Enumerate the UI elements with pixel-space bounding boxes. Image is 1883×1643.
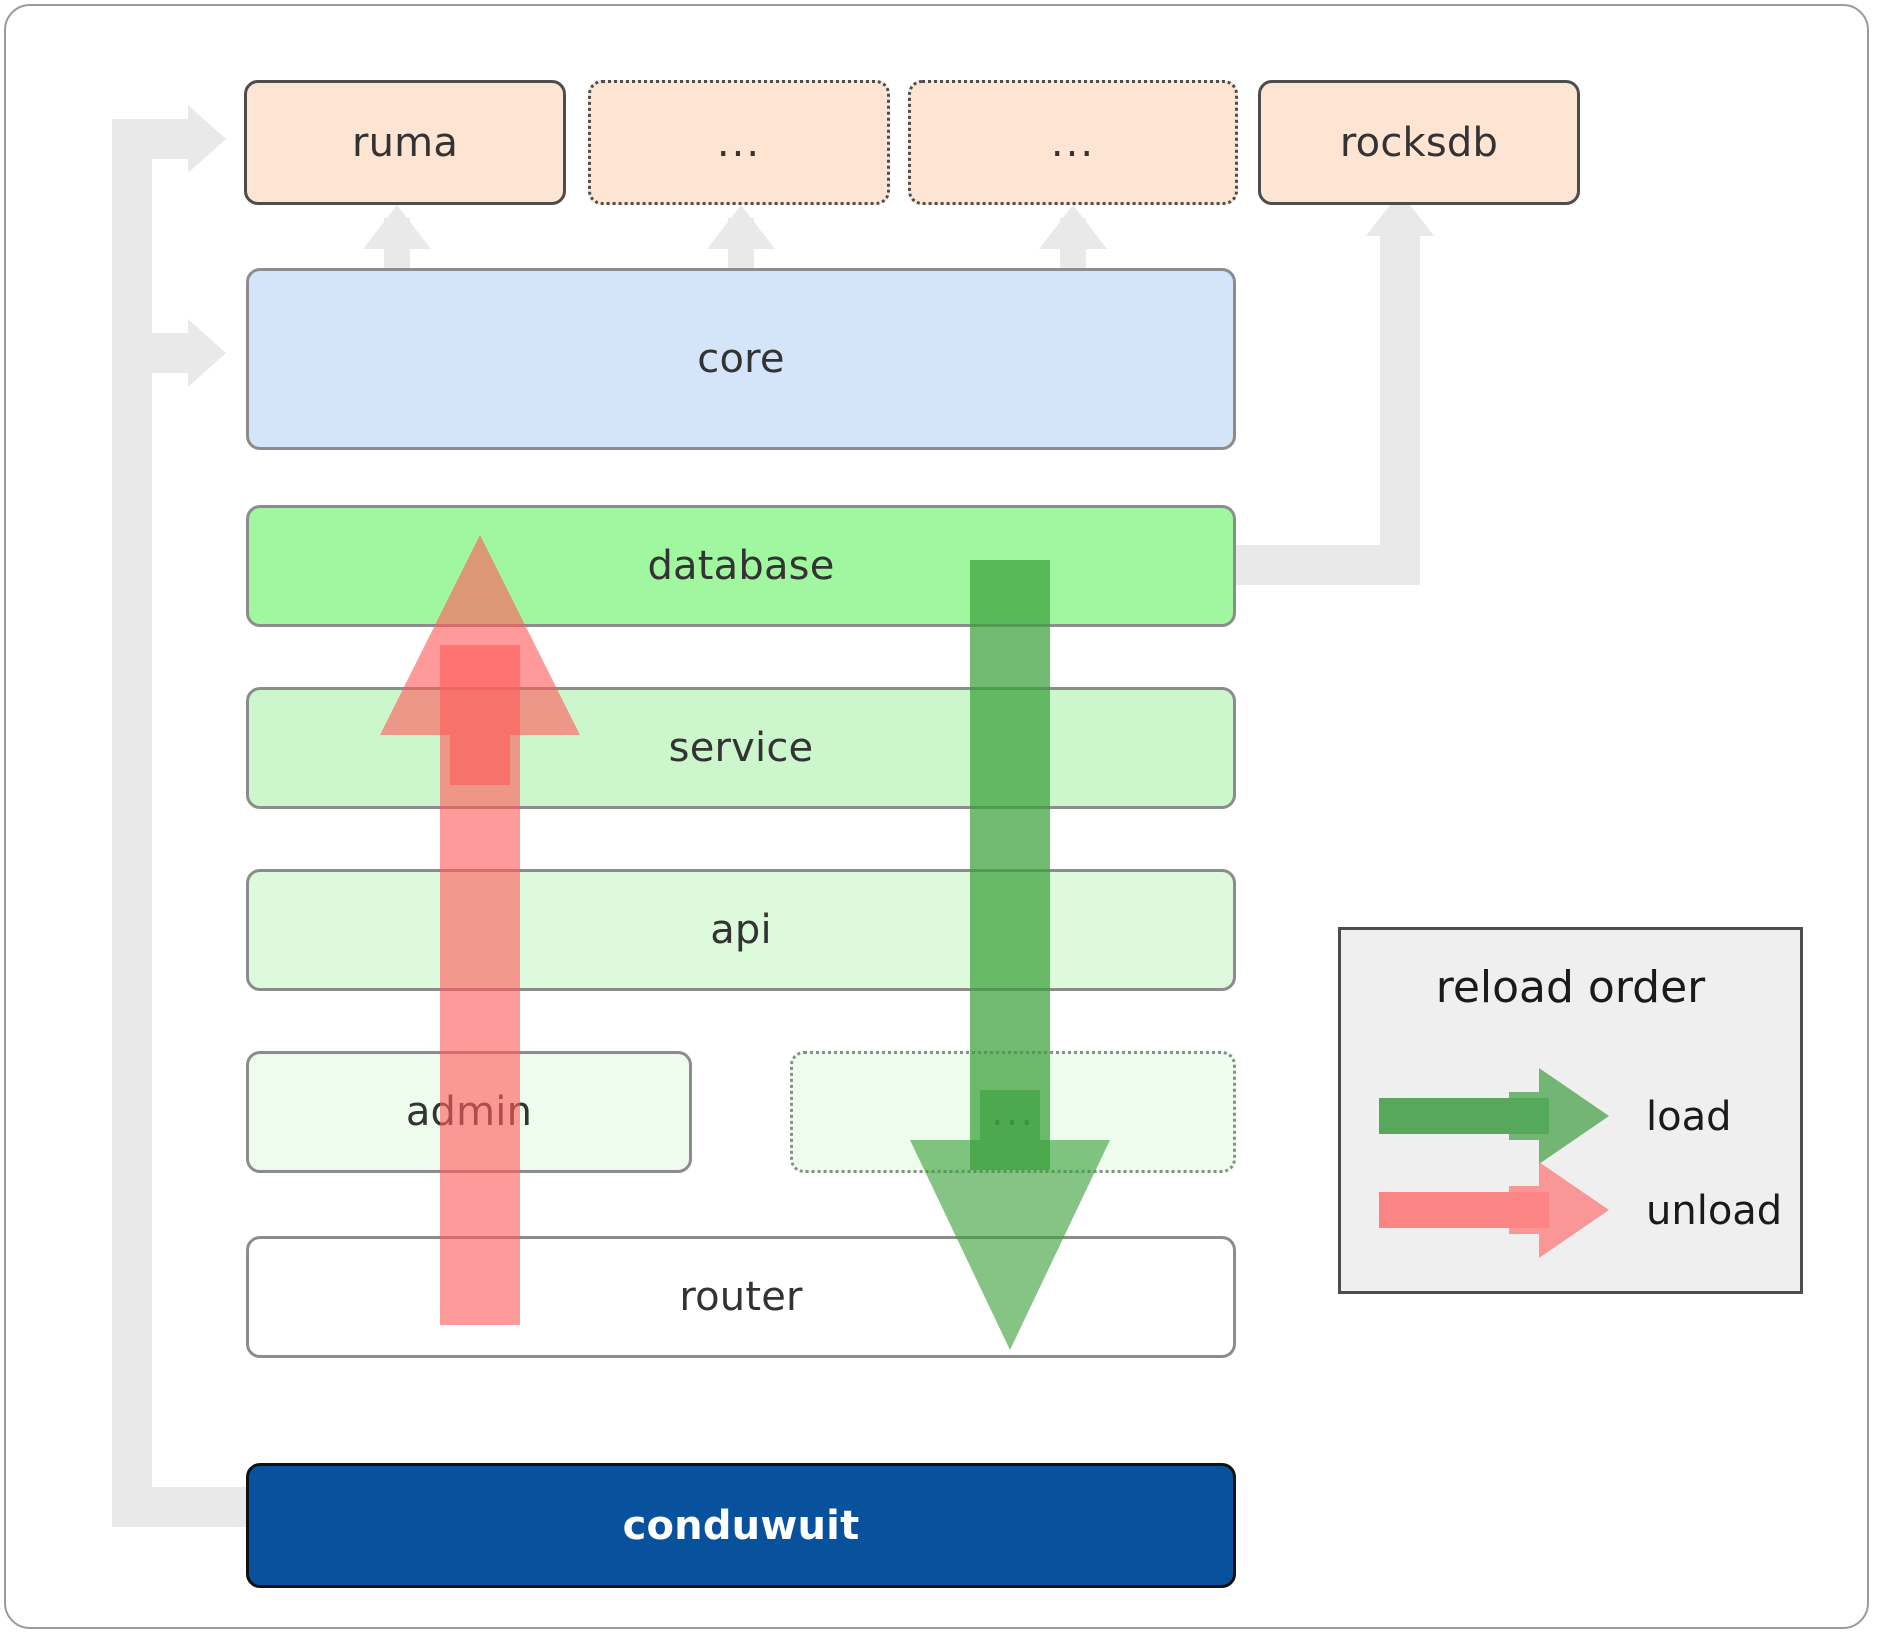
external-crate-rocksdb[interactable]: rocksdb	[1258, 80, 1580, 205]
crate-database-label: database	[647, 543, 835, 589]
crate-service-label: service	[668, 725, 814, 771]
legend-load-arrow-icon	[1379, 1068, 1609, 1164]
legend-unload-arrow-icon	[1379, 1162, 1609, 1258]
crate-api-label: api	[710, 907, 772, 953]
legend-unload-label: unload	[1646, 1188, 1783, 1234]
external-crate-placeholder-2[interactable]: ...	[908, 80, 1238, 205]
external-crate-label: ...	[716, 119, 762, 166]
crate-core-label: core	[697, 336, 785, 382]
connector-to-core-arrowhead	[188, 319, 226, 387]
connector-db-to-rocksdb-vertical	[1380, 235, 1420, 585]
external-crate-label: rocksdb	[1339, 119, 1499, 166]
crate-core[interactable]: core	[246, 268, 1236, 450]
connector-to-core-stem	[112, 333, 190, 373]
crate-api[interactable]: api	[246, 869, 1236, 991]
load-arrow	[910, 560, 1110, 1350]
crate-router-label: router	[679, 1274, 803, 1320]
connector-to-conduwuit	[112, 1487, 252, 1527]
connector-to-ruma-stem	[112, 119, 190, 159]
crate-database[interactable]: database	[246, 505, 1236, 627]
connector-core-to-ext2-arrowhead	[707, 205, 775, 249]
external-crate-label: ...	[1050, 119, 1096, 166]
external-crate-placeholder-1[interactable]: ...	[588, 80, 890, 205]
legend-title: reload order	[1435, 962, 1706, 1013]
connector-to-ruma-arrowhead	[188, 105, 226, 173]
external-crate-label: ruma	[351, 119, 459, 166]
legend-load-label: load	[1646, 1094, 1732, 1140]
connector-core-to-ruma-arrowhead	[363, 205, 431, 249]
app-conduwuit-label: conduwuit	[622, 1502, 860, 1549]
connector-core-to-ext3-arrowhead	[1039, 205, 1107, 249]
app-conduwuit[interactable]: conduwuit	[246, 1463, 1236, 1588]
external-crate-ruma[interactable]: ruma	[244, 80, 566, 205]
legend-reload-order: reload order load unload	[1338, 927, 1803, 1294]
crate-router[interactable]: router	[246, 1236, 1236, 1358]
unload-arrow	[380, 535, 580, 1325]
